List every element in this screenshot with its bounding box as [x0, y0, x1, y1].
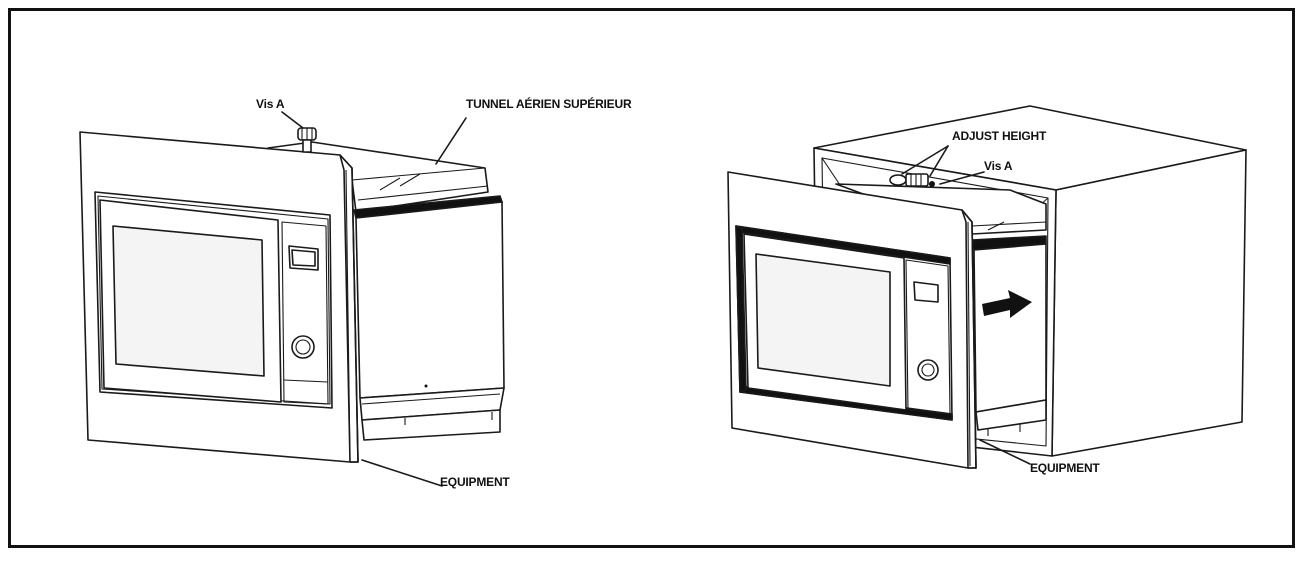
control-knob-icon — [295, 339, 311, 355]
screw-icon — [889, 173, 935, 187]
leader-right-screw — [939, 171, 985, 185]
screw-icon — [297, 127, 317, 153]
label-right-screw: Vis A — [984, 159, 1013, 173]
label-right-adjust: ADJUST HEIGHT — [952, 129, 1047, 143]
right-microwave — [735, 225, 953, 421]
control-knob-icon — [917, 359, 939, 381]
left-assembly: Vis A TUNNEL AÉRIEN SUPÉRIEUR EQUIPMENT — [79, 96, 632, 489]
push-arrow-icon — [982, 290, 1032, 318]
leader-right-equipment — [979, 439, 1031, 465]
leader-left-equipment — [361, 459, 443, 487]
leader-left-tunnel — [435, 117, 467, 165]
left-tunnel-box — [267, 141, 505, 441]
label-left-tunnel: TUNNEL AÉRIEN SUPÉRIEUR — [466, 96, 632, 111]
right-assembly: ADJUST HEIGHT Vis A EQUIPMENT — [727, 105, 1247, 475]
leader-left-screw — [281, 111, 304, 129]
label-left-equipment: EQUIPMENT — [440, 475, 510, 489]
left-microwave — [94, 191, 333, 409]
label-left-screw: Vis A — [256, 97, 285, 111]
label-right-equipment: EQUIPMENT — [1030, 461, 1100, 475]
leader-right-adjust-1 — [901, 145, 949, 175]
leader-right-adjust-2 — [929, 145, 949, 177]
